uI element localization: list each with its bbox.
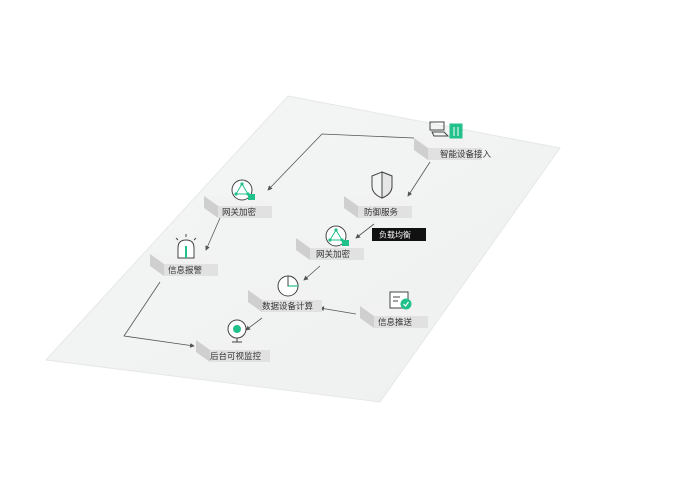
connector-gateway-left-to-alarm (205, 217, 221, 251)
connector-access-to-defense (407, 161, 431, 197)
node-label: 数据设备计算 (262, 301, 314, 312)
connector-defense-to-gateway-center (355, 223, 375, 239)
node-label: 信息报警 (168, 265, 203, 276)
node-label: 网关加密 (316, 249, 351, 260)
connector-gateway-center-to-compute (303, 265, 321, 281)
node-gateway-encrypt-left[interactable]: 网关加密 (204, 179, 272, 218)
connector-access-to-gateway-left (267, 133, 415, 191)
tag-load-balance[interactable]: 负载均衡 (372, 228, 426, 241)
camera-icon (227, 319, 247, 343)
node-label: 后台可视监控 (210, 351, 262, 362)
device-access-icon (429, 121, 463, 139)
connector-lines (123, 133, 431, 348)
connector-compute-to-monitor (245, 317, 263, 331)
node-backend-visual-monitor[interactable]: 后台可视监控 (196, 319, 270, 362)
network-lock-icon (231, 179, 255, 201)
alarm-light-icon (175, 234, 197, 259)
shield-icon (371, 171, 393, 199)
node-label: 网关加密 (222, 207, 257, 218)
node-label: 智能设备接入 (440, 149, 492, 160)
node-label: 信息推送 (378, 317, 413, 328)
tag-label: 负载均衡 (379, 230, 411, 240)
connector-push-to-compute (319, 306, 357, 315)
node-smart-device-access[interactable]: 智能设备接入 (414, 121, 492, 160)
node-defense-service[interactable]: 防御服务 (344, 171, 412, 218)
pie-chart-icon (277, 275, 299, 297)
node-info-push[interactable]: 信息推送 (360, 291, 428, 328)
node-label: 防御服务 (364, 207, 399, 218)
connector-alarm-to-monitor (123, 281, 195, 348)
network-lock-icon (325, 225, 349, 247)
node-info-alarm[interactable]: 信息报警 (150, 234, 218, 276)
message-check-icon (389, 291, 412, 310)
node-gateway-encrypt-center[interactable]: 网关加密 (296, 225, 364, 260)
node-data-device-compute[interactable]: 数据设备计算 (248, 275, 322, 312)
